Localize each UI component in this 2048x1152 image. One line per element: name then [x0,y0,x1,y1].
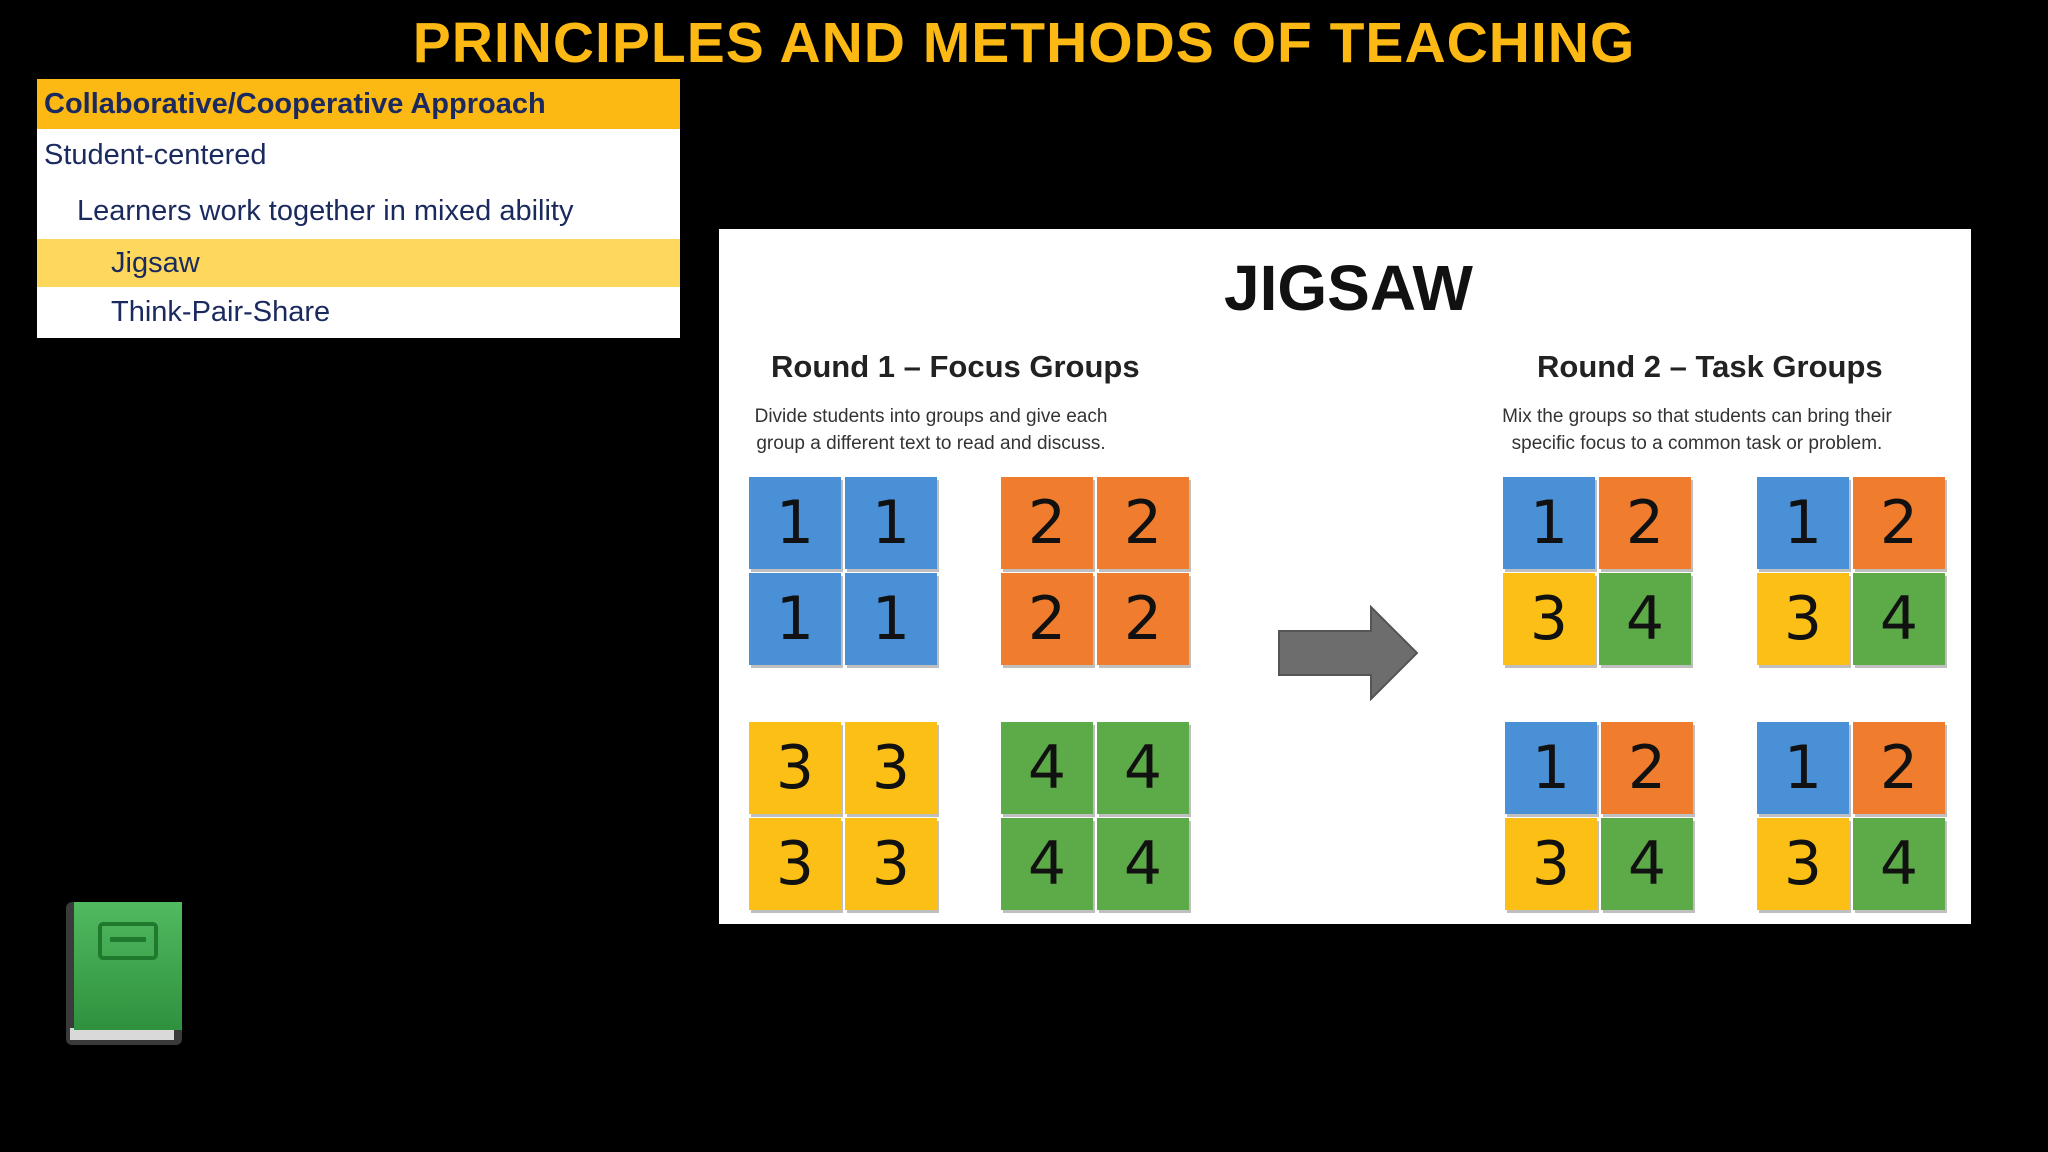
task-group-3-tile: 4 [1601,818,1693,910]
outline-header: Collaborative/Cooperative Approach [37,79,680,129]
focus-group-4-tile: 4 [1097,818,1189,910]
round2-desc-line2: specific focus to a common task or probl… [1511,433,1883,454]
focus-group-3-tile: 3 [749,818,841,910]
task-group-3-tile: 3 [1505,818,1597,910]
round1-heading: Round 1 – Focus Groups [771,349,1140,384]
task-group-2-tile: 3 [1757,573,1849,665]
focus-group-2-tile: 2 [1097,573,1189,665]
round1-description: Divide students into groups and give eac… [751,403,1111,457]
round1-desc-line1: Divide students into groups and give eac… [754,406,1108,427]
focus-group-1-tile: 1 [749,573,841,665]
task-group-4-tile: 4 [1853,818,1945,910]
round2-heading: Round 2 – Task Groups [1537,349,1883,384]
jigsaw-diagram: JIGSAW Round 1 – Focus Groups Divide stu… [719,229,1971,924]
focus-group-4-tile: 4 [1001,722,1093,814]
outline-item-jigsaw[interactable]: Jigsaw [37,239,680,287]
focus-group-3-tile: 3 [749,722,841,814]
focus-group-4-tile: 4 [1001,818,1093,910]
focus-group-2-tile: 2 [1097,477,1189,569]
focus-group-1-tile: 1 [845,477,937,569]
task-group-2-tile: 4 [1853,573,1945,665]
task-group-1-tile: 4 [1599,573,1691,665]
task-group-1-tile: 2 [1599,477,1691,569]
focus-group-2-tile: 2 [1001,477,1093,569]
focus-group-3-tile: 3 [845,818,937,910]
task-group-3-tile: 2 [1601,722,1693,814]
round1-desc-line2: group a different text to read and discu… [756,433,1106,454]
round2-description: Mix the groups so that students can brin… [1497,403,1897,457]
task-group-2-tile: 2 [1853,477,1945,569]
task-group-1-tile: 1 [1503,477,1595,569]
focus-group-3-tile: 3 [845,722,937,814]
task-group-4-tile: 2 [1853,722,1945,814]
topic-outline: Collaborative/Cooperative Approach Stude… [37,79,680,338]
outline-item-think-pair-share[interactable]: Think-Pair-Share [111,296,331,328]
task-group-4-tile: 3 [1757,818,1849,910]
book-icon[interactable] [66,902,182,1045]
focus-group-1-tile: 1 [845,573,937,665]
round2-desc-line1: Mix the groups so that students can brin… [1502,406,1892,427]
task-group-2-tile: 1 [1757,477,1849,569]
focus-group-2-tile: 2 [1001,573,1093,665]
focus-group-4-tile: 4 [1097,722,1189,814]
task-group-4-tile: 1 [1757,722,1849,814]
focus-group-1-tile: 1 [749,477,841,569]
task-group-1-tile: 3 [1503,573,1595,665]
arrow-right-icon [1278,605,1419,701]
outline-item-learners: Learners work together in mixed ability [77,194,574,227]
slide-title: PRINCIPLES AND METHODS OF TEACHING [412,11,1636,75]
diagram-title: JIGSAW [1224,252,1473,324]
outline-item-student-centered: Student-centered [44,138,267,171]
task-group-3-tile: 1 [1505,722,1597,814]
